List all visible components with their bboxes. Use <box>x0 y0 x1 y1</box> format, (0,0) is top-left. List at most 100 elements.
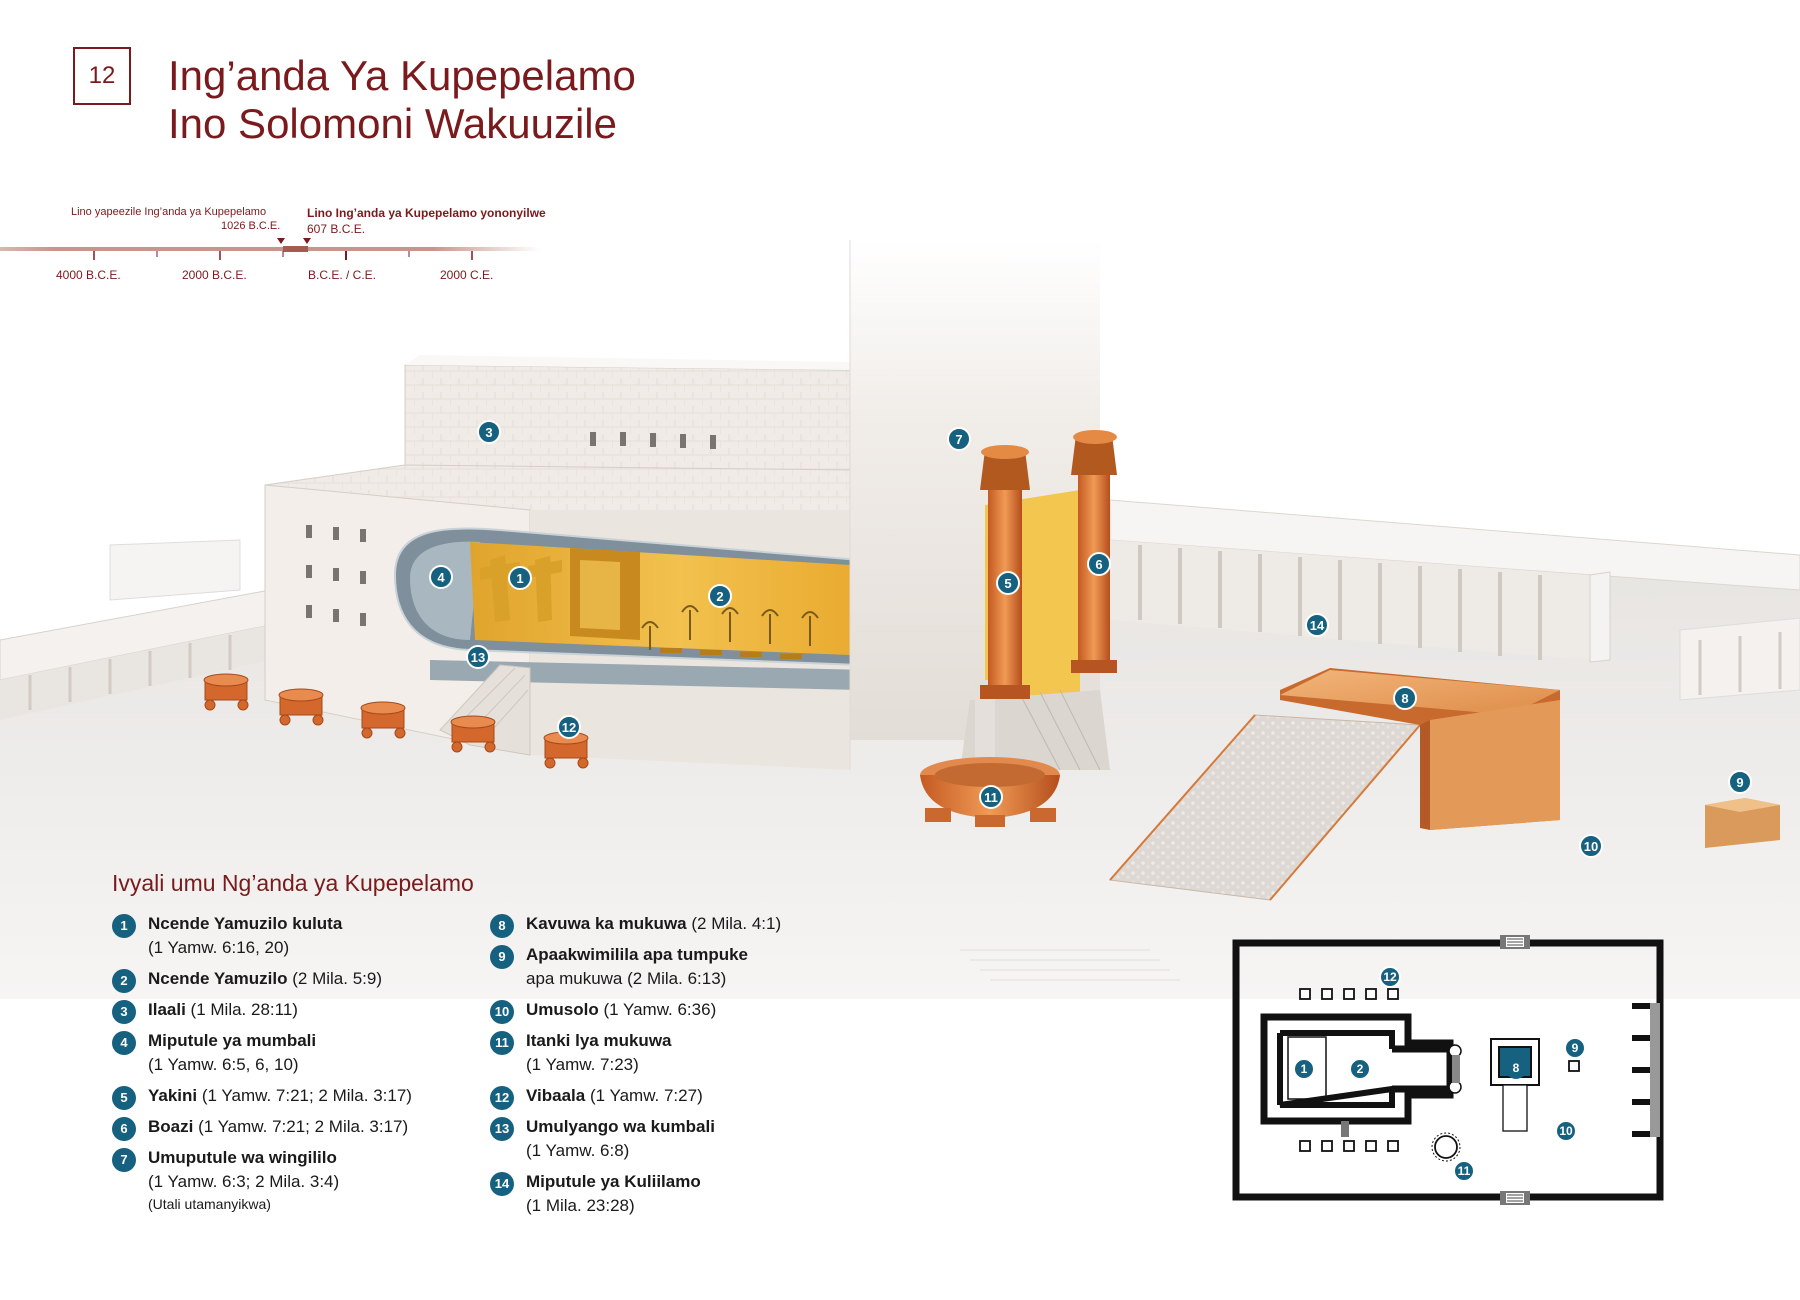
legend-reference: (1 Yamw. 6:16, 20) <box>148 938 290 957</box>
page-number: 12 <box>73 47 131 105</box>
legend-column-right: 8 Kavuwa ka mukuwa (2 Mila. 4:1) 9 Apaak… <box>490 912 850 1225</box>
marker-14: 14 <box>1305 613 1329 637</box>
floorplan-marker-1: 1 <box>1293 1058 1315 1080</box>
marker-4: 4 <box>429 565 453 589</box>
legend-reference: (1 Mila. 23:28) <box>526 1196 635 1215</box>
legend-number: 14 <box>490 1172 514 1196</box>
legend-item: 3 Ilaali (1 Mila. 28:11) <box>112 998 472 1024</box>
porch-tower <box>849 240 1110 771</box>
marker-10: 10 <box>1579 834 1603 858</box>
legend-number: 2 <box>112 969 136 993</box>
legend-name: Ncende Yamuzilo kuluta <box>148 914 343 933</box>
legend-reference: (1 Yamw. 7:27) <box>589 1086 703 1105</box>
marker-8: 8 <box>1393 686 1417 710</box>
legend-reference: (1 Yamw. 7:21; 2 Mila. 3:17) <box>198 1117 409 1136</box>
legend-item: 1 Ncende Yamuzilo kuluta (1 Yamw. 6:16, … <box>112 912 472 960</box>
temple-illustration <box>0 240 1800 1001</box>
legend-title: Ivyali umu Ng’anda ya Kupepelamo <box>112 870 474 896</box>
temple-building <box>264 355 910 770</box>
courtyard-steps <box>960 949 1180 981</box>
legend-name: Ncende Yamuzilo <box>148 969 288 988</box>
legend-item: 13 Umulyango wa kumbali (1 Yamw. 6:8) <box>490 1115 850 1163</box>
floorplan-marker-2: 2 <box>1349 1058 1371 1080</box>
right-colonnade <box>1109 499 1800 701</box>
legend-number: 3 <box>112 1000 136 1024</box>
kings-platform <box>1705 798 1780 848</box>
timeline-built-label: Lino yapeezile Ing’anda ya Kupepelamo <box>71 206 267 218</box>
marker-12: 12 <box>557 715 581 739</box>
timeline-tick-1: 4000 B.C.E. <box>56 268 121 282</box>
legend-name: Umuputule wa wingililo <box>148 1148 337 1167</box>
legend-reference: (1 Yamw. 6:3; 2 Mila. 3:4) <box>148 1172 340 1191</box>
legend-name: Ilaali <box>148 1000 186 1019</box>
legend-name: Itanki lya mukuwa <box>526 1031 672 1050</box>
legend-number: 10 <box>490 1000 514 1024</box>
marker-7: 7 <box>947 427 971 451</box>
legend-item: 4 Miputule ya mumbali (1 Yamw. 6:5, 6, 1… <box>112 1029 472 1077</box>
marker-5: 5 <box>996 571 1020 595</box>
floorplan-marker-12: 12 <box>1379 966 1401 988</box>
legend-number: 6 <box>112 1117 136 1141</box>
legend-item: 5 Yakini (1 Yamw. 7:21; 2 Mila. 3:17) <box>112 1084 472 1110</box>
legend-reference: apa mukuwa (2 Mila. 6:13) <box>526 969 727 988</box>
timeline-tick-2: 2000 B.C.E. <box>182 268 247 282</box>
timeline: Lino yapeezile Ing’anda ya Kupepelamo 10… <box>0 200 560 290</box>
title-line-1: Ing’anda Ya Kupepelamo <box>168 52 636 99</box>
legend-name: Kavuwa ka mukuwa <box>526 914 687 933</box>
legend-reference: (1 Yamw. 6:5, 6, 10) <box>148 1055 299 1074</box>
legend-number: 9 <box>490 945 514 969</box>
legend-number: 13 <box>490 1117 514 1141</box>
legend-reference: (1 Yamw. 7:21; 2 Mila. 3:17) <box>201 1086 412 1105</box>
legend-item: 14 Miputule ya Kuliilamo (1 Mila. 23:28) <box>490 1170 850 1218</box>
legend-reference: (2 Mila. 5:9) <box>292 969 382 988</box>
title-line-2: Ino Solomoni Wakuuzile <box>168 100 617 147</box>
timeline-destroyed-label: Lino Ing’anda ya Kupepelamo yononyilwe <box>307 206 546 220</box>
marker-1: 1 <box>508 566 532 590</box>
legend-number: 12 <box>490 1086 514 1110</box>
left-colonnade <box>0 539 271 720</box>
legend-name: Umulyango wa kumbali <box>526 1117 715 1136</box>
legend-item: 11 Itanki lya mukuwa (1 Yamw. 7:23) <box>490 1029 850 1077</box>
legend-name: Apaakwimilila apa tumpuke <box>526 945 749 964</box>
legend-reference: (1 Yamw. 6:8) <box>526 1141 630 1160</box>
legend-item: 9 Apaakwimilila apa tumpuke apa mukuwa (… <box>490 943 850 991</box>
legend-name: Boazi <box>148 1117 194 1136</box>
floorplan-marker-10: 10 <box>1555 1120 1577 1142</box>
floorplan-marker-8: 8 <box>1505 1057 1527 1079</box>
timeline-tick-4: 2000 C.E. <box>440 268 494 282</box>
legend-name: Miputule ya Kuliilamo <box>526 1172 701 1191</box>
pillar-boaz <box>1071 430 1117 673</box>
marker-13: 13 <box>466 645 490 669</box>
timeline-bar <box>0 238 540 260</box>
timeline-destroyed-year: 607 B.C.E. <box>307 222 366 236</box>
marker-6: 6 <box>1087 552 1111 576</box>
legend-number: 5 <box>112 1086 136 1110</box>
legend-note: (Utali utamanyikwa) <box>148 1196 271 1212</box>
legend-number: 7 <box>112 1148 136 1172</box>
carriages <box>203 673 589 769</box>
legend-item: 8 Kavuwa ka mukuwa (2 Mila. 4:1) <box>490 912 850 938</box>
legend-reference: (1 Yamw. 6:36) <box>603 1000 717 1019</box>
marker-2: 2 <box>708 584 732 608</box>
floorplan-marker-11: 11 <box>1453 1160 1475 1182</box>
marker-9: 9 <box>1728 770 1752 794</box>
legend-number: 11 <box>490 1031 514 1055</box>
legend-reference: (1 Yamw. 7:23) <box>526 1055 639 1074</box>
legend-column-left: 1 Ncende Yamuzilo kuluta (1 Yamw. 6:16, … <box>112 912 472 1221</box>
legend-reference: (1 Mila. 28:11) <box>190 1000 298 1019</box>
legend-number: 8 <box>490 914 514 938</box>
legend-name: Umusolo <box>526 1000 599 1019</box>
legend-reference: (2 Mila. 4:1) <box>691 914 782 933</box>
legend-name: Vibaala <box>526 1086 586 1105</box>
marker-11: 11 <box>979 785 1003 809</box>
floorplan-marker-9: 9 <box>1564 1037 1586 1059</box>
copper-sea <box>920 757 1060 827</box>
legend-item: 10 Umusolo (1 Yamw. 6:36) <box>490 998 850 1024</box>
legend-item: 12 Vibaala (1 Yamw. 7:27) <box>490 1084 850 1110</box>
legend-name: Yakini <box>148 1086 198 1105</box>
page-title: Ing’anda Ya Kupepelamo Ino Solomoni Waku… <box>168 52 636 148</box>
legend-item: 2 Ncende Yamuzilo (2 Mila. 5:9) <box>112 967 472 993</box>
legend-name: Miputule ya mumbali <box>148 1031 317 1050</box>
legend-number: 1 <box>112 914 136 938</box>
timeline-built-year: 1026 B.C.E. <box>221 220 281 232</box>
